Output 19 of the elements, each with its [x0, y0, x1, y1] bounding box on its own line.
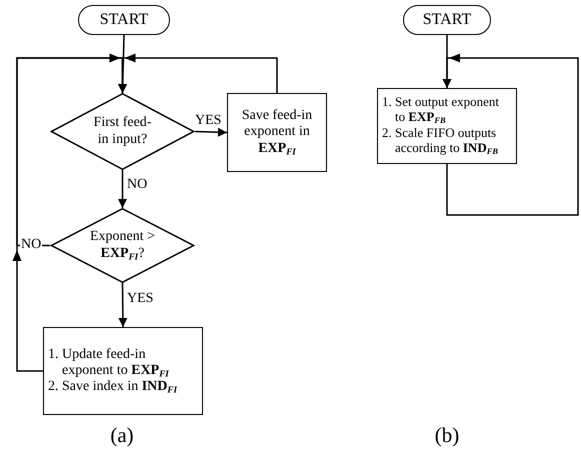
panel-caption: (a): [110, 423, 134, 448]
step-text: Exponent > EXP$_{FI}$?: [88, 229, 156, 262]
decision-diamond: [50, 93, 195, 170]
edge-label: YES: [194, 114, 222, 128]
step-text: First feed-in input?: [92, 115, 152, 148]
process-box: [227, 93, 327, 172]
step-text: 2. Save index in IND$_{FI}$: [48, 379, 178, 396]
panel-caption: (b): [434, 423, 460, 448]
process-box: [43, 327, 203, 415]
terminal-box: [403, 5, 491, 35]
step-text: START: [100, 10, 148, 30]
terminal-box: [78, 5, 170, 35]
step-text: Save feed-in exponent in EXP$_{FI}$: [240, 108, 314, 157]
process-box: [377, 88, 517, 164]
step-text: START: [422, 10, 472, 30]
step-text: 1. Update feed-in exponent to EXP$_{FI}$: [48, 346, 170, 380]
decision-diamond: [50, 208, 195, 283]
step-text: 1. Set output exponent to EXP$_{FB}$: [382, 95, 500, 126]
step-text: 2. Scale FIFO outputs according to IND$_{FB}$: [382, 126, 499, 157]
